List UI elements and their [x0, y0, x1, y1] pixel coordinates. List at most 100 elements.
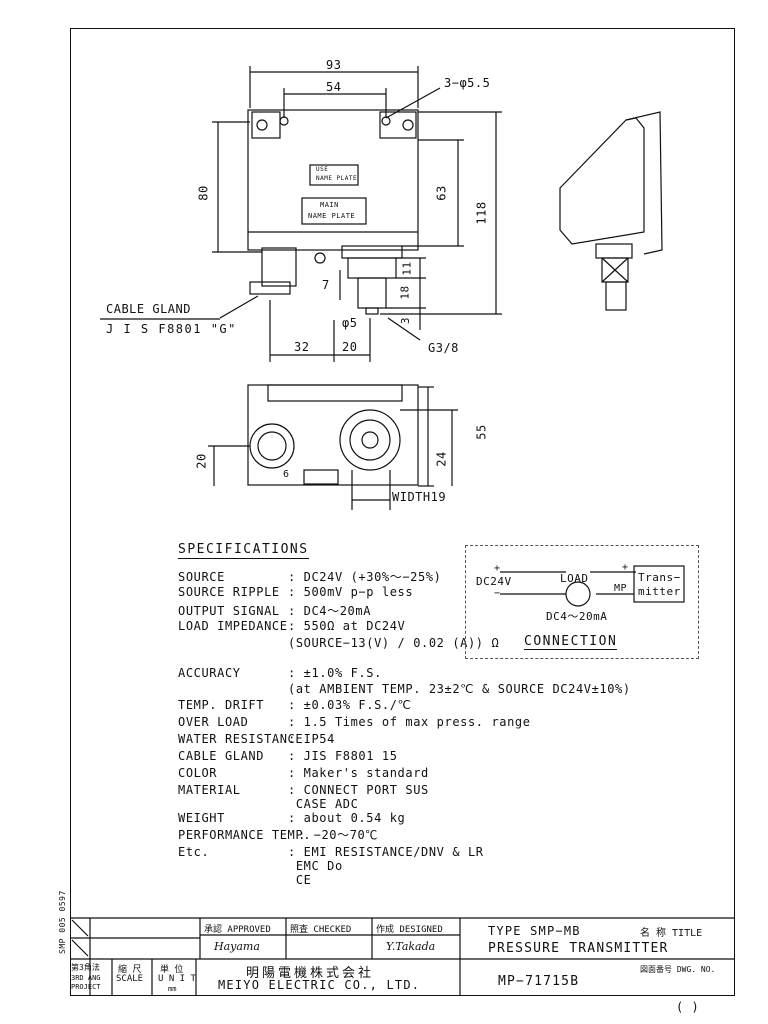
- conn-load: LOAD: [560, 572, 589, 585]
- spec-value: : IP54: [288, 732, 335, 746]
- dim-55: 55: [474, 424, 489, 440]
- spec-value: : DC24V (+30%〜−25%): [288, 570, 442, 584]
- spec-row: OUTPUT SIGNAL: DC4〜20mA: [178, 602, 371, 619]
- scale-en: SCALE: [116, 974, 144, 984]
- spec-row: CASE ADC: [178, 797, 358, 811]
- conn-plus-left: +: [494, 563, 501, 574]
- conn-dc24v: DC24V: [476, 575, 512, 588]
- spec-row: Etc.: EMI RESISTANCE/DNV & LR: [178, 845, 484, 859]
- drawing-frame: [70, 28, 735, 996]
- dim-118: 118: [474, 201, 489, 225]
- spec-row: PERFORMANCE TEMP.: −20〜70℃: [178, 826, 378, 843]
- connection-title: CONNECTION: [524, 634, 618, 650]
- conn-mp: MP: [614, 583, 628, 594]
- spec-value: : about 0.54 kg: [288, 811, 406, 825]
- dim-54: 54: [326, 80, 342, 94]
- unit-en: U N I T: [158, 974, 196, 984]
- spec-key: WEIGHT: [178, 811, 225, 825]
- spec-value: : EMI RESISTANCE/DNV & LR: [288, 845, 484, 859]
- dwg-number: MP−71715B: [498, 974, 580, 989]
- spec-row: SOURCE : DC24V (+30%〜−25%): [178, 568, 441, 585]
- type-label: TYPE SMP−MB: [488, 924, 581, 938]
- spec-row: WATER RESISTANCE: IP54: [178, 732, 335, 746]
- paren-box: ( ): [676, 1000, 700, 1014]
- top-view-body: [247, 109, 419, 251]
- spec-row: (SOURCE−13(V) / 0.02 (A)) Ω: [178, 636, 499, 650]
- dim-20: 20: [342, 340, 358, 354]
- spec-value: : 550Ω at DC24V: [288, 619, 406, 633]
- conn-plus-right: +: [622, 562, 629, 573]
- dim-24: 24: [434, 451, 449, 467]
- dim-7: 7: [322, 278, 330, 292]
- company-en: MEIYO ELECTRIC CO., LTD.: [218, 978, 421, 992]
- spec-value: (SOURCE−13(V) / 0.02 (A)) Ω: [288, 636, 500, 650]
- unit-jp: 単 位: [160, 965, 184, 975]
- dim-20b: 20: [194, 453, 209, 469]
- projection-jp: 第3角法: [71, 963, 100, 972]
- spec-key: TEMP. DRIFT: [178, 698, 265, 712]
- dim-holes: 3−φ5.5: [444, 76, 491, 90]
- spec-value: : ±0.03% F.S./℃: [288, 698, 412, 712]
- spec-key: COLOR: [178, 766, 218, 780]
- main-plate: MAIN: [320, 201, 339, 209]
- spec-key: LOAD IMPEDANCE: [178, 619, 288, 633]
- spec-key: OVER LOAD: [178, 715, 249, 729]
- dim-11: 11: [400, 261, 414, 276]
- spec-row: TEMP. DRIFT : ±0.03% F.S./℃: [178, 698, 412, 712]
- jis-label: J I S F8801 "G": [106, 322, 237, 336]
- designed-signature: Y.Takada: [386, 940, 436, 953]
- use-plate-2: NAME PLATE: [316, 175, 358, 182]
- dim-g38: G3/8: [428, 341, 459, 355]
- spec-key: SOURCE RIPPLE: [178, 585, 280, 599]
- spec-row: OVER LOAD: 1.5 Times of max press. range: [178, 715, 531, 729]
- spec-value: : JIS F8801 15: [288, 749, 398, 763]
- cable-gland-label: CABLE GLAND: [106, 302, 191, 316]
- spec-row: CABLE GLAND : JIS F8801 15: [178, 749, 398, 763]
- conn-trans: Trans−: [638, 571, 681, 584]
- spec-key: WATER RESISTANCE: [178, 732, 304, 746]
- conn-minus-left: −: [494, 588, 501, 599]
- spec-row: COLOR : Maker's standard: [178, 766, 429, 780]
- conn-current: DC4〜20mA: [546, 610, 608, 623]
- spec-row: ACCURACY : ±1.0% F.S.: [178, 666, 382, 680]
- dwg-label: 図面番号 DWG. NO.: [640, 965, 716, 974]
- spec-value: : CONNECT PORT SUS: [288, 783, 429, 797]
- designed-label: 作成 DESIGNED: [376, 925, 443, 935]
- company-jp: 明陽電機株式会社: [246, 966, 375, 981]
- dim-phi5: φ5: [342, 316, 358, 330]
- dim-3: 3: [399, 316, 413, 325]
- spec-key: OUTPUT SIGNAL: [178, 604, 280, 618]
- spec-row: SOURCE RIPPLE : 500mV p−p less: [178, 585, 413, 599]
- spec-value: : 500mV p−p less: [288, 585, 414, 599]
- spec-value: : ±1.0% F.S.: [288, 666, 382, 680]
- spec-key: PERFORMANCE TEMP.: [178, 828, 312, 842]
- spec-value: CASE ADC: [288, 797, 359, 811]
- product-title: PRESSURE TRANSMITTER: [488, 941, 669, 956]
- spec-key: CABLE GLAND: [178, 749, 265, 763]
- scale-jp: 縮 尺: [118, 965, 142, 975]
- projection-en: 3RD ANG PROJECT: [71, 974, 101, 991]
- side-code: SMP 005 0597: [58, 890, 67, 954]
- spec-row: EMC Do: [178, 859, 343, 873]
- spec-key: ACCURACY: [178, 666, 241, 680]
- dim-6: 6: [283, 469, 290, 480]
- spec-row: LOAD IMPEDANCE: 550Ω at DC24V: [178, 619, 405, 633]
- dim-18: 18: [398, 285, 412, 300]
- dim-width19: WIDTH19: [392, 490, 447, 504]
- dim-80: 80: [196, 185, 211, 201]
- spec-value: : Maker's standard: [288, 766, 429, 780]
- spec-row: MATERIAL : CONNECT PORT SUS: [178, 783, 429, 797]
- spec-row: (at AMBIENT TEMP. 23±2℃ & SOURCE DC24V±1…: [178, 682, 631, 696]
- dim-93: 93: [326, 58, 342, 72]
- spec-key: SOURCE: [178, 570, 225, 584]
- title-label: 名 称 TITLE: [640, 928, 703, 939]
- spec-row: WEIGHT : about 0.54 kg: [178, 811, 405, 825]
- connection-diagram: [465, 545, 699, 659]
- spec-value: EMC Do: [288, 859, 343, 873]
- use-plate: USE: [316, 166, 329, 173]
- specifications-title: SPECIFICATIONS: [178, 542, 309, 559]
- spec-key: MATERIAL: [178, 783, 241, 797]
- dim-63: 63: [434, 185, 449, 201]
- conn-mitter: mitter: [638, 585, 681, 598]
